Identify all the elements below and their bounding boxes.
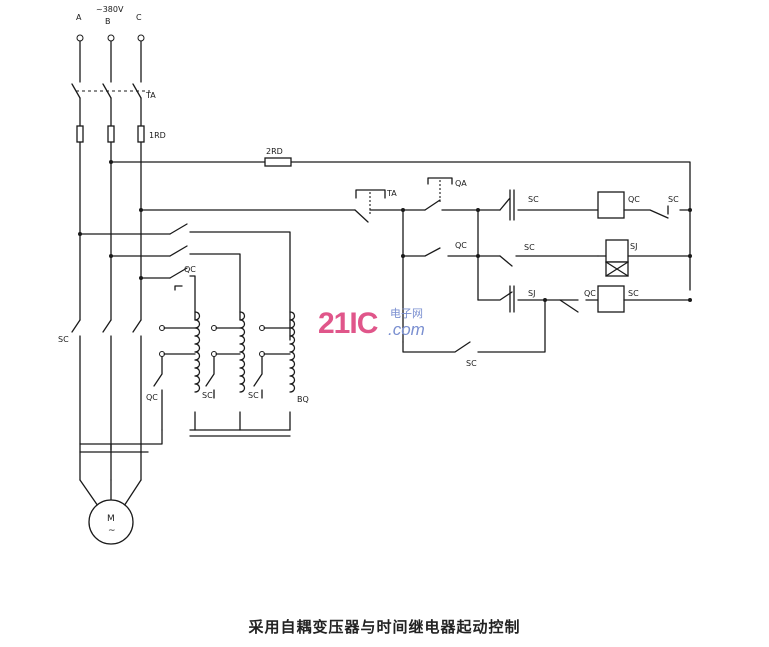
- sc-hold-label: SC: [466, 359, 477, 368]
- autotransformer-taps: [159, 325, 291, 357]
- motor-label: M: [107, 514, 115, 524]
- sc-rung2-label: SC: [524, 243, 535, 252]
- phase-c-terminal: [137, 34, 145, 42]
- phase-a-label: A: [76, 13, 82, 22]
- sc-tap-label-1: SC: [202, 391, 213, 400]
- control-line-c: [139, 208, 356, 212]
- sc-coil-label: SC: [628, 289, 639, 298]
- watermark-domain: .com: [388, 320, 425, 339]
- phase-a-terminal: [76, 34, 84, 42]
- fuse-2rd-label: 2RD: [266, 147, 283, 156]
- phase-b-terminal: [107, 34, 115, 42]
- watermark-brand: 21IC: [318, 307, 378, 340]
- watermark-logo: 21IC 电子网 .com: [318, 308, 453, 344]
- autotransformer-feeders: QC: [78, 223, 291, 341]
- sc-main-label: SC: [58, 335, 69, 344]
- bq-label: BQ: [297, 395, 309, 404]
- sc-main-contacts: SC: [58, 319, 142, 481]
- supply-voltage-label: ~380V: [96, 5, 124, 14]
- phase-bus-upper: [79, 141, 142, 321]
- phase-b-label: B: [105, 17, 111, 26]
- diagram-caption: 采用自耦变压器与时间继电器起动控制: [248, 618, 521, 636]
- qc-coil-label: QC: [628, 195, 640, 204]
- fuse-1rd-label: 1RD: [149, 131, 166, 140]
- fuse-1rd: 1RD: [76, 97, 166, 143]
- star-point-bus: [79, 429, 291, 453]
- qc-star-label: QC: [146, 393, 158, 402]
- sj-contact-label: SJ: [528, 289, 535, 298]
- sc-nc-label: SC: [668, 195, 679, 204]
- time-relay-label: SJ: [630, 242, 637, 251]
- qc-rung3-label: QC: [584, 289, 596, 298]
- qc-feeder-label: QC: [184, 265, 196, 274]
- sc-tap-label-2: SC: [248, 391, 259, 400]
- qc-hold-label: QC: [455, 241, 467, 250]
- start-button-label: QA: [455, 179, 467, 188]
- main-switch-label: TA: [145, 91, 156, 100]
- control-supply-2rd: 2RD: [109, 147, 691, 291]
- watermark-cn: 电子网: [390, 307, 423, 320]
- main-switch-ta: TA: [71, 40, 156, 100]
- motor: M ~: [79, 479, 142, 545]
- autotransformer-bq: BQ: [194, 311, 309, 431]
- qc-star-contacts: QC SC SC: [146, 356, 263, 431]
- motor-tilde: ~: [108, 526, 116, 536]
- sc-rung1-label: SC: [528, 195, 539, 204]
- stop-button-label: TA: [386, 189, 397, 198]
- control-circuit: TA QA SC QC SC QC SC SJ: [354, 177, 692, 368]
- phase-c-label: C: [136, 13, 142, 22]
